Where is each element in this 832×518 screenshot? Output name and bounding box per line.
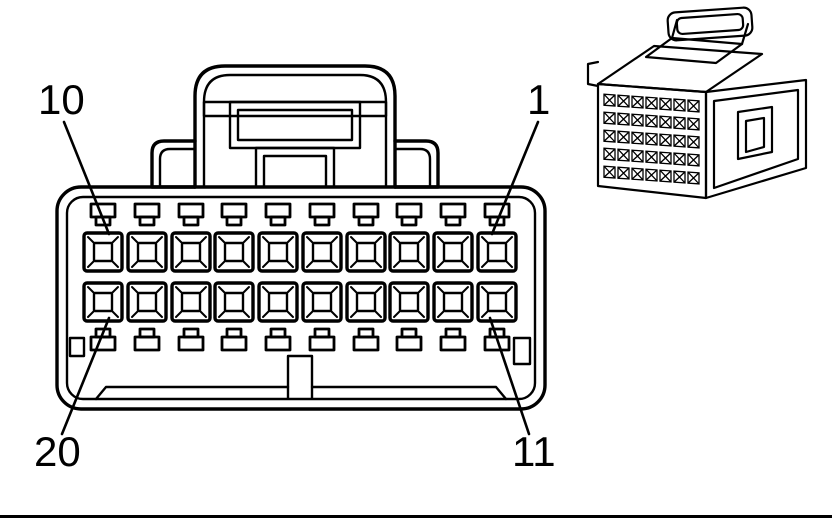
latch-outer-outline xyxy=(193,64,397,189)
terminal-cavity xyxy=(170,231,212,273)
terminal-cavity xyxy=(345,231,387,273)
terminal-cavity xyxy=(257,231,299,273)
terminal-cavity xyxy=(345,281,387,323)
seal-slot xyxy=(308,327,336,352)
seal-slot xyxy=(395,327,423,352)
seal-slot xyxy=(308,202,336,227)
seal-slot xyxy=(352,327,380,352)
seal-slot xyxy=(220,202,248,227)
iso-side-slot-inner xyxy=(744,116,766,154)
terminal-cavity xyxy=(388,281,430,323)
terminal-cavity xyxy=(257,281,299,323)
seal-slot xyxy=(264,327,292,352)
pin-label-10: 10 xyxy=(38,76,85,123)
iso-latch-strut-left xyxy=(670,18,679,40)
pin-callouts: 10 1 20 11 xyxy=(34,76,556,475)
pin-label-11: 11 xyxy=(512,428,556,475)
iso-latch-strut-right xyxy=(740,22,750,46)
latch-tab-right-inner xyxy=(393,147,432,189)
bottom-left-keyway xyxy=(68,336,86,358)
connector-body-inner-outline xyxy=(65,195,537,401)
seal-slot xyxy=(177,202,205,227)
pin-11-leader-line xyxy=(488,316,531,436)
upper-seal-slot-row xyxy=(89,202,511,227)
terminal-cavity xyxy=(301,281,343,323)
latch-tab-right-outer xyxy=(393,139,440,189)
latch-tab-left-outer xyxy=(150,139,197,189)
bottom-center-notch xyxy=(286,354,314,400)
terminal-cavity xyxy=(476,231,518,273)
bottom-bevel-left xyxy=(94,385,290,401)
lower-seal-slot-row xyxy=(89,327,511,352)
iso-left-wing xyxy=(586,60,600,88)
iso-front-face xyxy=(596,82,708,200)
pin-1-leader-line xyxy=(490,120,540,236)
latch-button-inner xyxy=(236,108,354,142)
terminal-cavity xyxy=(432,231,474,273)
bottom-right-keyway xyxy=(512,336,532,366)
terminal-cavity xyxy=(170,281,212,323)
connector-front-view xyxy=(55,64,547,411)
iso-side-slot-outer xyxy=(736,105,774,161)
iso-latch-lever xyxy=(666,6,754,42)
pin-label-20: 20 xyxy=(34,428,81,475)
seal-slot xyxy=(264,202,292,227)
iso-terminal-grid xyxy=(603,93,700,185)
iso-side-panel-inner xyxy=(712,88,800,190)
terminal-cavity xyxy=(476,281,518,323)
seal-slot xyxy=(439,202,467,227)
latch-inner-outline xyxy=(202,73,388,189)
pin-10-leader-line xyxy=(62,120,111,236)
latch-neck-outer xyxy=(254,146,336,189)
terminal-cavity xyxy=(213,231,255,273)
seal-slot xyxy=(133,202,161,227)
terminal-cavity xyxy=(126,231,168,273)
terminal-cavity xyxy=(82,231,124,273)
seal-slot xyxy=(352,202,380,227)
seal-slot xyxy=(220,327,248,352)
seal-slot xyxy=(133,327,161,352)
seal-slot xyxy=(439,327,467,352)
pin-label-1: 1 xyxy=(527,76,550,123)
terminal-cavity xyxy=(432,281,474,323)
terminal-cavity xyxy=(126,281,168,323)
terminal-cavity xyxy=(301,231,343,273)
terminal-cavity xyxy=(82,281,124,323)
terminal-row-top xyxy=(82,231,518,273)
pin-20-leader-line xyxy=(60,316,111,436)
terminal-cavity xyxy=(213,281,255,323)
latch-tab-left-inner xyxy=(158,147,197,189)
seal-slot xyxy=(177,327,205,352)
bottom-bevel-right xyxy=(310,385,508,401)
iso-side-panel-outer xyxy=(704,78,808,200)
seal-slot xyxy=(395,202,423,227)
iso-latch-lever-outer xyxy=(666,6,754,42)
terminal-cavity xyxy=(388,231,430,273)
connector-iso-view xyxy=(586,6,808,200)
terminal-row-bottom xyxy=(82,281,518,323)
iso-latch-lever-inner xyxy=(675,12,745,36)
page-bottom-border xyxy=(0,515,832,518)
latch-neck-inner xyxy=(262,154,328,189)
